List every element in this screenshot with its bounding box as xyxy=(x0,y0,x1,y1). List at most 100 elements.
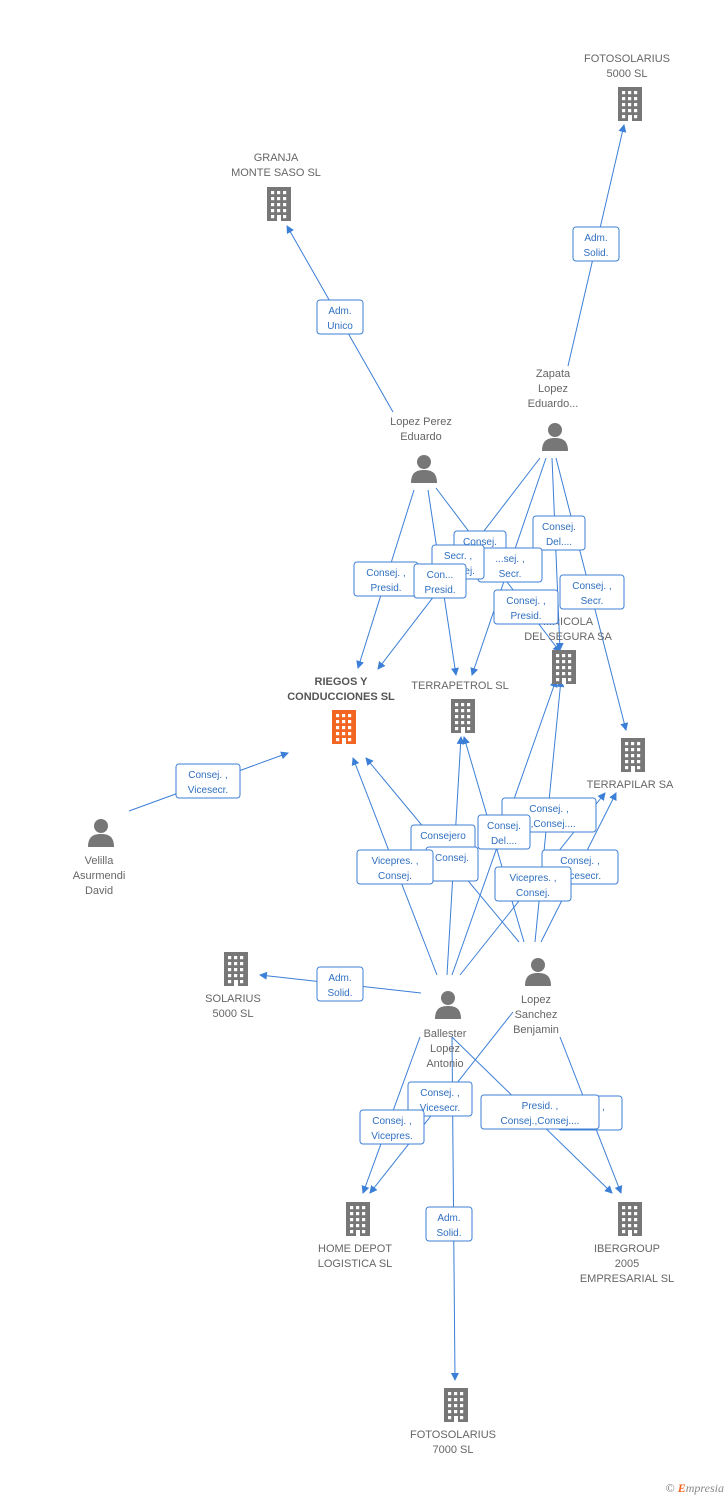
homedepot-label-line: HOME DEPOT xyxy=(318,1243,392,1255)
ballester-label-line: Ballester xyxy=(424,1028,467,1040)
edge-label-text: Presid. xyxy=(370,583,401,594)
edge-label[interactable]: Con...Presid. xyxy=(413,563,467,599)
fotosolarius7000-label-line: 7000 SL xyxy=(433,1444,474,1456)
lopezsanchez-label-line: Lopez xyxy=(521,994,551,1006)
fotosolarius7000-building-icon[interactable] xyxy=(444,1388,468,1422)
velilla-label-line: David xyxy=(85,885,113,897)
empresia-logo[interactable]: ©Empresia xyxy=(666,1481,724,1496)
edge-label-text: Vicesecr. xyxy=(420,1103,460,1114)
velilla-label-line: Velilla xyxy=(85,855,115,867)
edge-label-text: Del.... xyxy=(546,537,572,548)
ballester-person-icon[interactable] xyxy=(435,991,461,1019)
velilla-label-line: Asurmendi xyxy=(73,870,126,882)
edge-label[interactable]: Vicepres. , Consej. xyxy=(356,849,434,885)
granja-building-icon[interactable] xyxy=(267,187,291,221)
lopezsanchez-person-icon[interactable] xyxy=(525,958,551,986)
velilla-person-icon[interactable] xyxy=(88,819,114,847)
ibergroup-building-icon[interactable] xyxy=(618,1202,642,1236)
edge-label[interactable]: Vicepres. , Consej. xyxy=(494,866,572,902)
edge-label-text: Consej. xyxy=(542,522,576,533)
copyright-icon: © xyxy=(665,1481,675,1495)
edge-label-text: Solid. xyxy=(327,988,352,999)
logo-initial: E xyxy=(677,1481,686,1495)
fotosolarius7000-label-line: FOTOSOLARIUS xyxy=(410,1429,496,1441)
edge-label[interactable]: Consej. , Secr. xyxy=(559,574,625,610)
edge-label-text: ...icesecr. xyxy=(559,871,601,882)
riegos-label-line: CONDUCCIONES SL xyxy=(287,691,395,703)
zapata-label-line: Lopez xyxy=(538,383,568,395)
edge-zapata-agricola xyxy=(551,457,564,651)
granja-label-line: GRANJA xyxy=(254,152,299,164)
edge-label-text: Unico xyxy=(327,321,353,332)
edge-label-text: Adm. xyxy=(437,1213,460,1224)
edge-label[interactable]: Adm. Solid. xyxy=(572,226,620,262)
terrapilar-label-line: TERRAPILAR SA xyxy=(587,779,674,791)
agricola-label-line: DEL SEGURA SA xyxy=(524,631,612,643)
logo-name: mpresia xyxy=(685,1481,724,1495)
granja-label-line: MONTE SASO SL xyxy=(231,167,321,179)
fotosolarius5000-label-line: 5000 SL xyxy=(607,68,648,80)
edges-layer xyxy=(128,124,629,1381)
edge-label-text: Consej. xyxy=(435,853,469,864)
lopezperez-label-line: Lopez Perez xyxy=(390,416,452,428)
edge-label[interactable]: Adm.Solid. xyxy=(425,1206,473,1242)
edge-label[interactable]: Consej. ,Vicepres. xyxy=(359,1109,425,1145)
ibergroup-label-line: IBERGROUP xyxy=(594,1243,660,1255)
edge-label-text: Secr. , xyxy=(444,551,472,562)
edge-label[interactable]: Consej. ,Vicesecr. xyxy=(175,763,241,799)
edge-label-text: Adm. xyxy=(328,973,351,984)
solarius-label-line: 5000 SL xyxy=(213,1008,254,1020)
edge-label-text: Vicesecr. xyxy=(188,785,228,796)
edge-label-text: Secr. xyxy=(499,569,522,580)
edge-label-text: Adm. xyxy=(328,306,351,317)
edge-label[interactable]: Consej. Del.... xyxy=(532,515,586,551)
edge-label-text: Consej.,Consej.... xyxy=(501,1116,580,1127)
edge-label-text: Consejero xyxy=(420,831,466,842)
zapata-person-icon[interactable] xyxy=(542,423,568,451)
edge-label-text: Consej. xyxy=(516,888,550,899)
edge-label[interactable]: Consej. xyxy=(425,846,479,882)
ballester-label-line: Lopez xyxy=(430,1043,460,1055)
edge-label[interactable]: ...sej. , Secr. xyxy=(477,547,543,583)
edge-label-text: Secr. xyxy=(581,596,604,607)
edge-label[interactable]: Consej. , Vicesecr. xyxy=(407,1081,473,1117)
homedepot-building-icon[interactable] xyxy=(346,1202,370,1236)
edge-label-text: Consej. , xyxy=(420,1088,459,1099)
terrapilar-building-icon[interactable] xyxy=(621,738,645,772)
edge-label-text: ...,Consej.... xyxy=(522,819,575,830)
solarius-building-icon[interactable] xyxy=(224,952,248,986)
edge-label-text: Adm. xyxy=(584,233,607,244)
edge-label-text: Consej. xyxy=(463,537,497,548)
edge-label[interactable]: Consej. ,Presid. xyxy=(493,589,559,625)
terrapetrol-building-icon[interactable] xyxy=(451,699,475,733)
lopezperez-label-line: Eduardo xyxy=(400,431,442,443)
ibergroup-label-line: 2005 xyxy=(615,1258,639,1270)
edge-label-text: Consej. , xyxy=(560,856,599,867)
lopezsanchez-label-line: Sanchez xyxy=(515,1009,558,1021)
edge-label-text: Presid. , xyxy=(522,1101,559,1112)
fotosolarius5000-building-icon[interactable] xyxy=(618,87,642,121)
edge-label[interactable]: Presid. , Consej.,Consej.... xyxy=(480,1094,600,1130)
edge-label-text: Consej. xyxy=(378,871,412,882)
agricola-building-icon[interactable] xyxy=(552,650,576,684)
riegos-building-icon[interactable] xyxy=(332,710,356,744)
edge-label-text: Consej. , xyxy=(529,804,568,815)
edge-label-text: Del.... xyxy=(491,836,517,847)
edge-label-text: Consej. , xyxy=(572,581,611,592)
lopezperez-person-icon[interactable] xyxy=(411,455,437,483)
edge-label-text: Con... xyxy=(427,570,454,581)
edge-label[interactable]: Adm. Unico xyxy=(316,299,364,335)
edge-label[interactable]: Adm. Solid. xyxy=(316,966,364,1002)
edge-label[interactable]: Consej.Del.... xyxy=(477,814,531,850)
homedepot-label-line: LOGISTICA SL xyxy=(318,1258,393,1270)
edge-label-text: Vicepres. , xyxy=(509,873,556,884)
edge-label-text: Solid. xyxy=(583,248,608,259)
ballester-label-line: Antonio xyxy=(426,1058,463,1070)
edge-label-text: Vicepres. , xyxy=(371,856,418,867)
edge-label-text: Consej. , xyxy=(366,568,405,579)
edge-label-text: ...sej. , xyxy=(495,554,524,565)
edge-label[interactable]: Consej. , Presid. xyxy=(353,561,419,597)
